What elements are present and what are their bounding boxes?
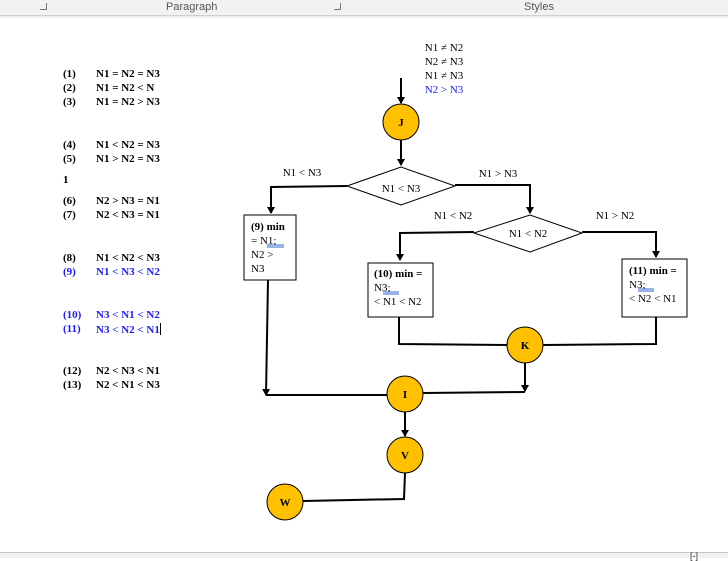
case-number: (9) xyxy=(63,266,76,278)
connector-node-w xyxy=(266,483,304,521)
node-label: J xyxy=(398,117,404,129)
connector xyxy=(542,317,657,346)
case-condition: N1 < N2 < N3 xyxy=(96,252,160,264)
precondition: N1 ≠ N2 xyxy=(425,42,463,54)
case-condition: N1 < N2 = N3 xyxy=(96,139,160,151)
box-line: N2 > xyxy=(251,249,273,261)
decision-text: N1 < N2 xyxy=(509,228,548,240)
text-cursor xyxy=(159,323,161,335)
process-box-11 xyxy=(621,258,688,318)
box-line: < N2 < N1 xyxy=(629,293,677,305)
node-label: K xyxy=(521,340,530,352)
process-box-10 xyxy=(367,262,434,318)
connector-node-k xyxy=(506,326,544,364)
node-label: I xyxy=(403,389,407,401)
box-line: N3; xyxy=(629,279,646,291)
ribbon-bottom-edge: Paragraph Styles xyxy=(0,0,728,16)
preconditions: N1 ≠ N2 N2 ≠ N3 N1 ≠ N3 N2 > N3 xyxy=(425,42,464,96)
case-number: (3) xyxy=(63,96,76,108)
case-number: (5) xyxy=(63,153,76,165)
font-dialog-launcher-icon[interactable] xyxy=(334,3,341,10)
case-number: (8) xyxy=(63,252,76,264)
ribbon-group-styles: Styles xyxy=(524,1,554,13)
connector xyxy=(455,184,534,214)
case-condition: N2 > N3 = N1 xyxy=(96,195,160,207)
connector xyxy=(396,231,475,261)
connector xyxy=(398,317,508,346)
case-condition: N2 < N1 < N3 xyxy=(96,379,160,391)
case-condition: N1 > N2 = N3 xyxy=(96,153,160,165)
case-number: (10) xyxy=(63,309,82,321)
connector xyxy=(582,231,660,258)
case-condition: N1 = N2 > N3 xyxy=(96,96,160,108)
case-number: 1 xyxy=(63,174,69,186)
node-label: V xyxy=(401,450,409,462)
case-number: (2) xyxy=(63,82,76,94)
case-number: (13) xyxy=(63,379,82,391)
precondition-highlight: N2 > N3 xyxy=(425,84,464,96)
status-indicator: [-] xyxy=(690,551,698,561)
branch-label: N1 > N3 xyxy=(479,168,518,180)
ribbon-shadow xyxy=(0,16,728,19)
case-condition: N1 = N2 = N3 xyxy=(96,68,160,80)
branch-label: N1 < N3 xyxy=(283,167,322,179)
case-number: (11) xyxy=(63,323,81,335)
connector xyxy=(422,391,526,394)
process-box-9 xyxy=(243,214,297,281)
case-number: (6) xyxy=(63,195,76,207)
connector xyxy=(262,279,271,396)
decision-n1-lt-n3 xyxy=(345,166,457,206)
box-line: = N1; xyxy=(251,235,276,247)
box-title: (9) min xyxy=(251,221,285,233)
case-condition: N2 < N3 < N1 xyxy=(96,365,160,377)
connector xyxy=(267,185,348,214)
box-title: (10) min = xyxy=(374,268,422,280)
status-bar: [-] xyxy=(0,551,728,561)
box-line: < N1 < N2 xyxy=(374,296,422,308)
box-line: N3 xyxy=(251,263,265,275)
ribbon-group-paragraph: Paragraph xyxy=(166,1,218,13)
branch-label: N1 > N2 xyxy=(596,210,635,222)
decision-text: N1 < N3 xyxy=(382,183,421,195)
precondition: N1 ≠ N3 xyxy=(425,70,464,82)
case-condition: N3 < N1 < N2 xyxy=(96,309,160,321)
branch-label: N1 < N2 xyxy=(434,210,473,222)
case-condition: N1 < N3 < N2 xyxy=(96,266,160,278)
case-condition: N2 < N3 = N1 xyxy=(96,209,160,221)
case-condition: N1 = N2 < N xyxy=(96,82,155,94)
case-condition: N3 < N2 < N1 xyxy=(96,323,161,336)
precondition: N2 ≠ N3 xyxy=(425,56,464,68)
case-number: (7) xyxy=(63,209,76,221)
box-line: N3; xyxy=(374,282,391,294)
case-number: (4) xyxy=(63,139,76,151)
case-number: (1) xyxy=(63,68,76,80)
connector-node-j xyxy=(382,103,420,141)
case-number: (12) xyxy=(63,365,82,377)
connector-node-i xyxy=(386,375,424,413)
decision-n1-lt-n2 xyxy=(472,214,584,253)
node-label: W xyxy=(280,497,291,509)
connector xyxy=(302,472,406,502)
clipboard-dialog-launcher-icon[interactable] xyxy=(40,3,47,10)
connector-node-v xyxy=(386,436,424,474)
box-title: (11) min = xyxy=(629,265,677,277)
